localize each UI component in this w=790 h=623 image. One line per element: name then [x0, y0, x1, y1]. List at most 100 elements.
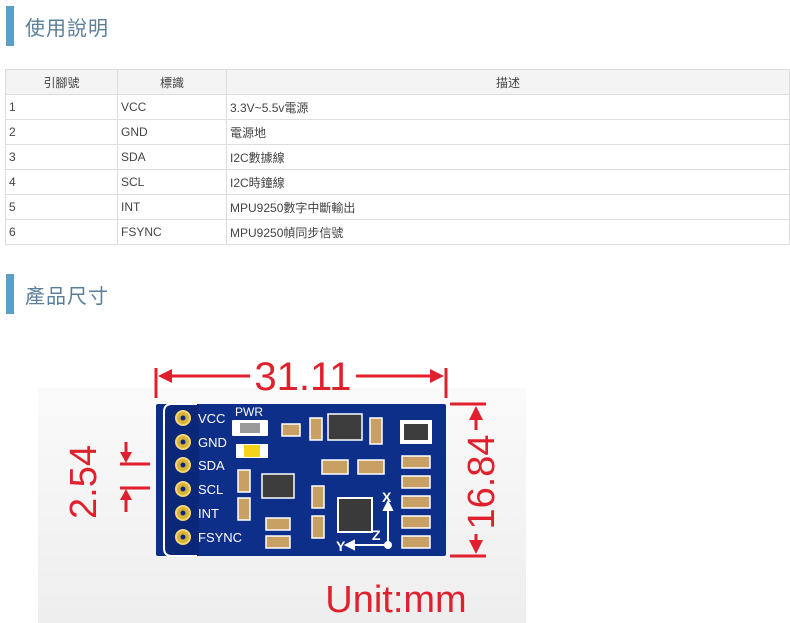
pin-label-cell: VCC: [117, 94, 227, 120]
pin-label-fsync: FSYNC: [198, 530, 242, 545]
smd-part: [401, 515, 431, 529]
pin-table: 引腳號 標識 描述 1 VCC 3.3V~5.5v電源 2 GND 電源地 3 …: [5, 69, 790, 245]
table-row: 5 INT MPU9250數字中斷輸出: [5, 194, 790, 220]
pin-description-cell: I2C數據線: [226, 144, 790, 170]
smd-part: [265, 535, 291, 549]
pin-header-outline: [163, 403, 197, 557]
column-header-description: 描述: [226, 69, 790, 95]
pin-number-cell: 4: [5, 169, 118, 195]
pcb-body: [156, 404, 446, 556]
table-row: 2 GND 電源地: [5, 119, 790, 145]
photo-background: [38, 388, 526, 623]
size-section-title: 產品尺寸: [25, 283, 109, 308]
size-section-header: 產品尺寸: [6, 274, 109, 314]
width-dimension-label: 31.11: [254, 355, 351, 399]
pwr-resistor-body: [240, 423, 260, 433]
pin-label-cell: SCL: [117, 169, 227, 195]
smd-part: [281, 423, 301, 437]
pin-header-region: [164, 404, 199, 556]
pitch-arrow-top: [120, 452, 132, 463]
pin-label-cell: GND: [117, 119, 227, 145]
table-row: 3 SDA I2C數據線: [5, 144, 790, 170]
axis-labels: X Y Z: [336, 489, 392, 554]
smd-part: [357, 459, 385, 475]
column-header-label: 標識: [117, 69, 227, 95]
pin-hole: [180, 415, 186, 421]
connector-pad-body: [404, 424, 428, 440]
axis-label-z: Z: [372, 527, 381, 543]
x-axis-arrow: [382, 499, 394, 511]
axis-label-x: X: [382, 489, 392, 505]
smd-part: [265, 517, 291, 531]
smd-part: [237, 469, 251, 493]
pin-pad: [175, 434, 191, 450]
connector-pad: [400, 420, 432, 444]
transistor-chip: [261, 473, 295, 499]
dimension-lines: [120, 368, 486, 558]
pin-label-cell: INT: [117, 194, 227, 220]
smd-part: [237, 497, 251, 521]
pin-label-gnd: GND: [198, 435, 227, 450]
smd-part: [369, 417, 383, 445]
axis-indicator: [343, 499, 394, 551]
section-accent-bar: [6, 274, 14, 314]
pin-number-cell: 3: [5, 144, 118, 170]
unit-label: Unit:mm: [325, 579, 466, 621]
pin-label-cell: FSYNC: [117, 219, 227, 245]
pin-hole: [180, 486, 186, 492]
pitch-dimension-label: 2.54: [63, 445, 105, 519]
pin-number-cell: 1: [5, 94, 118, 120]
pin-hole: [180, 462, 186, 468]
mpu9250-chip: [337, 497, 373, 533]
pin-label-scl: SCL: [198, 482, 223, 497]
height-dimension-label: 16.84: [461, 434, 503, 529]
y-axis-arrow: [343, 539, 355, 551]
smd-part: [321, 459, 349, 475]
pwr-resistor: [232, 420, 268, 436]
regulator-chip: [327, 413, 363, 441]
pin-pad: [175, 410, 191, 426]
section-accent-bar: [6, 6, 14, 46]
pin-description-cell: 3.3V~5.5v電源: [226, 94, 790, 120]
usage-section-title: 使用說明: [25, 15, 109, 40]
pcb-board: VCC GND SDA SCL INT FSYNC PWR: [156, 403, 446, 557]
smd-part: [401, 455, 431, 469]
smd-part: [311, 515, 325, 539]
pin-label-cell: SDA: [117, 144, 227, 170]
pin-number-cell: 5: [5, 194, 118, 220]
pwr-led: [236, 444, 268, 458]
smd-part: [311, 485, 325, 509]
smd-part: [309, 417, 323, 441]
column-header-pin-number: 引腳號: [5, 69, 118, 95]
pwr-label: PWR: [235, 405, 263, 419]
pin-description-cell: MPU9250數字中斷輸出: [226, 194, 790, 220]
pin-hole: [180, 534, 186, 540]
pin-labels: VCC GND SDA SCL INT FSYNC: [198, 411, 242, 545]
height-arrow-top: [469, 406, 483, 420]
pin-pads: [175, 410, 191, 545]
table-row: 6 FSYNC MPU9250幀同步信號: [5, 219, 790, 245]
smd-part: [401, 535, 431, 549]
pin-description-cell: I2C時鐘線: [226, 169, 790, 195]
pin-pad: [175, 529, 191, 545]
smd-part: [401, 475, 431, 489]
table-row: 1 VCC 3.3V~5.5v電源: [5, 94, 790, 120]
pin-pad: [175, 481, 191, 497]
pin-number-cell: 2: [5, 119, 118, 145]
smd-components: [237, 413, 432, 549]
table-header-row: 引腳號 標識 描述: [5, 69, 790, 95]
usage-section-header: 使用說明: [6, 6, 109, 46]
width-arrow-left: [158, 369, 172, 383]
axis-label-y: Y: [336, 538, 346, 554]
pin-number-cell: 6: [5, 219, 118, 245]
pin-pad: [175, 505, 191, 521]
pin-hole: [180, 510, 186, 516]
pin-label-vcc: VCC: [198, 411, 225, 426]
width-arrow-right: [430, 369, 444, 383]
z-axis-dot: [384, 541, 392, 549]
pin-label-sda: SDA: [198, 458, 225, 473]
pitch-arrow-bottom: [120, 489, 132, 500]
height-arrow-bottom: [469, 540, 483, 554]
smd-part: [401, 495, 431, 509]
pin-description-cell: 電源地: [226, 119, 790, 145]
